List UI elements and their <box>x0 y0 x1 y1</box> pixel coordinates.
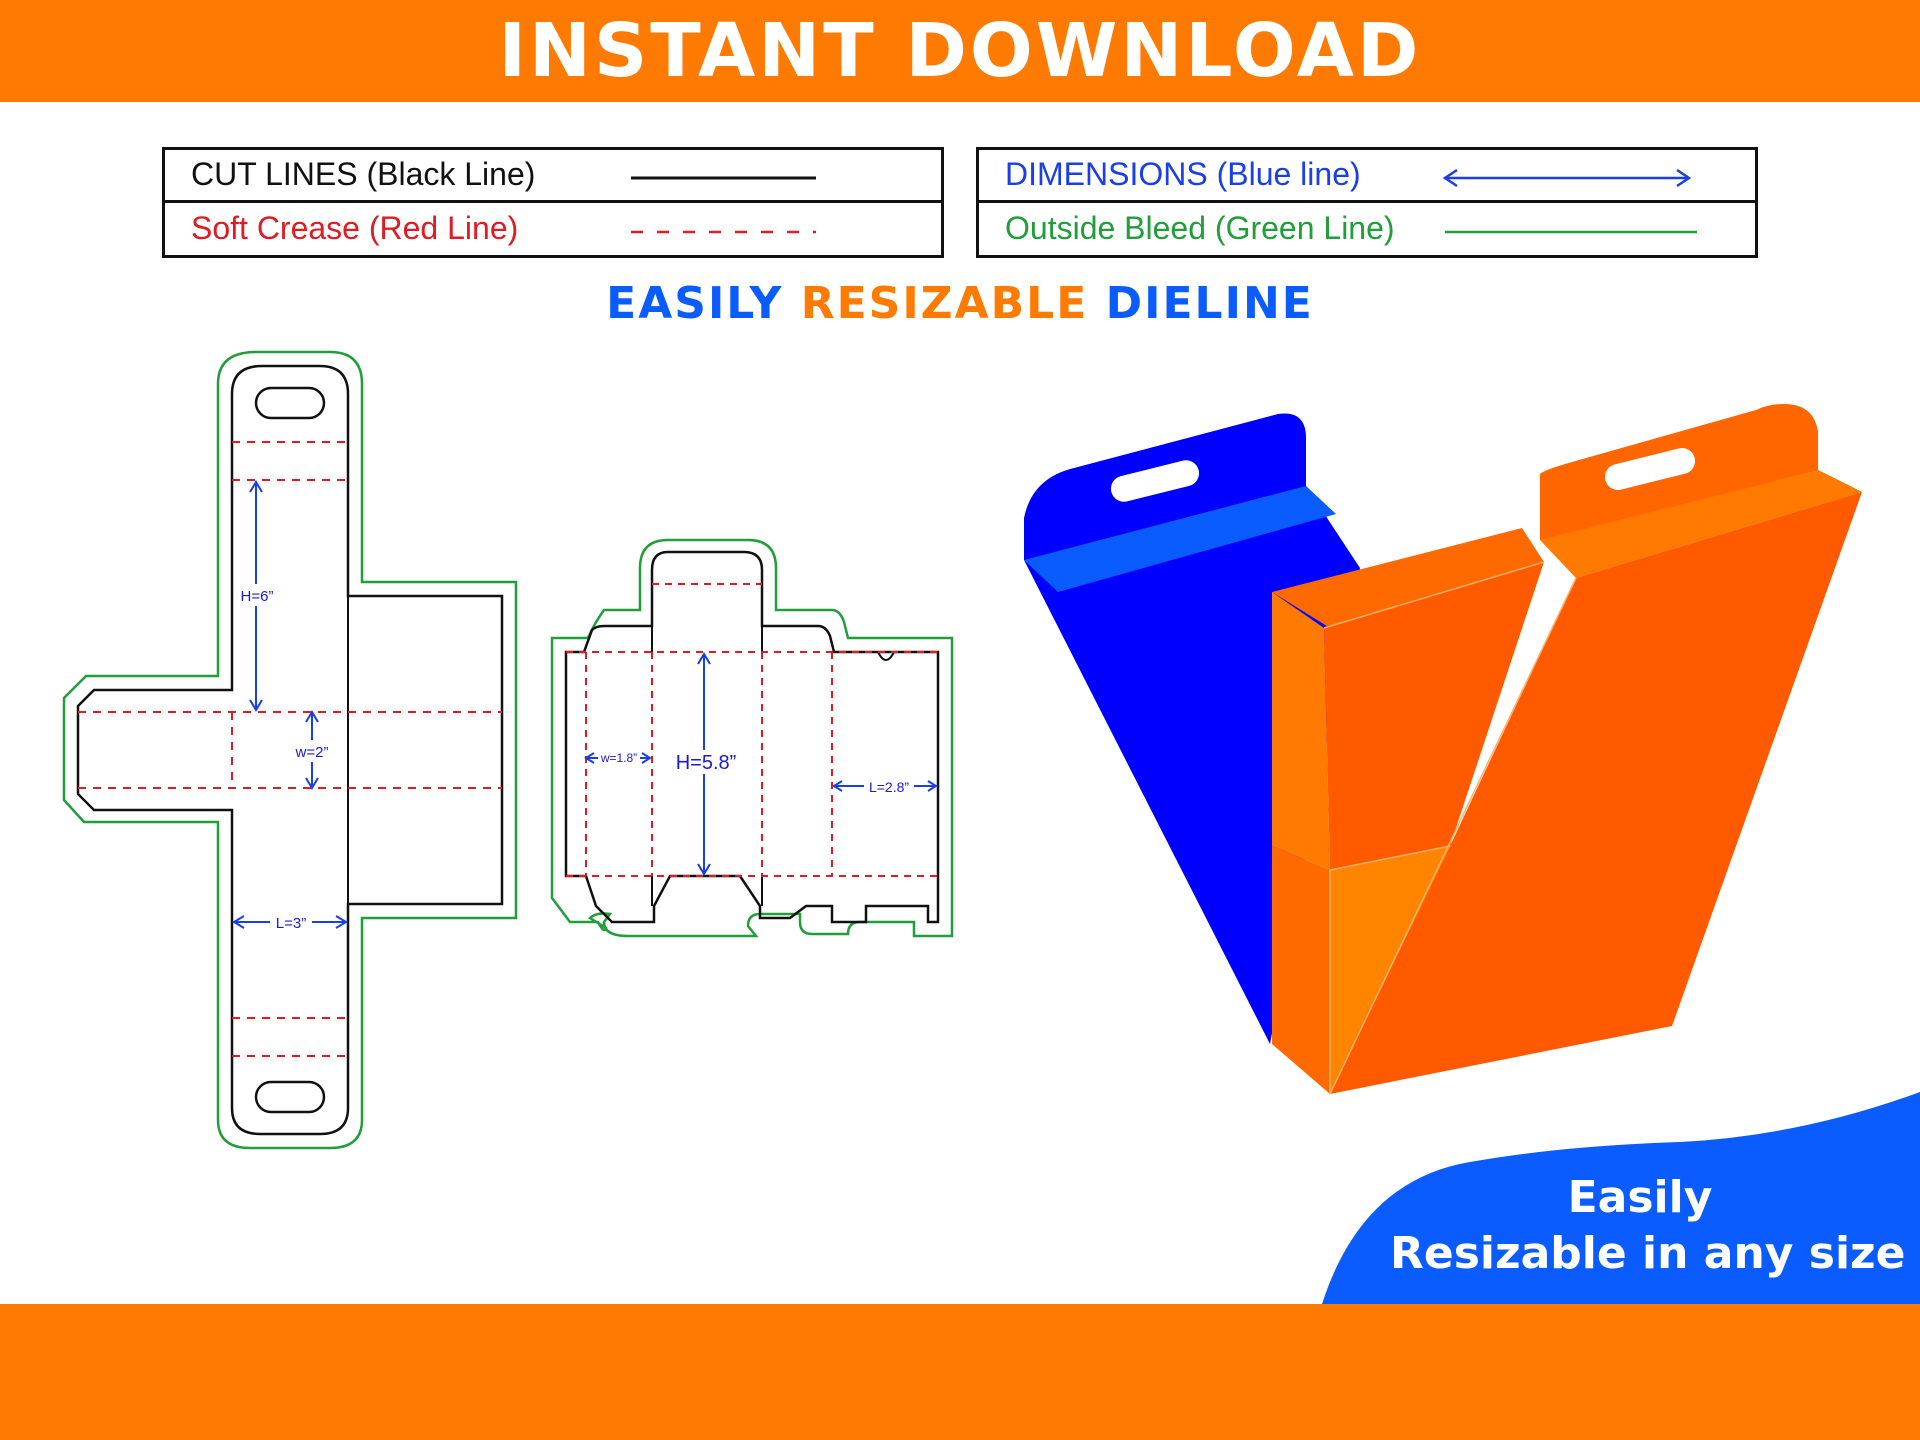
box-blue-hang-hole <box>1110 460 1200 502</box>
box-front-top <box>1272 528 1544 628</box>
hang-hole-top <box>254 386 326 420</box>
box-blue-fold-strip <box>1024 486 1336 592</box>
legend-outside-bleed-label: Outside Bleed (Green Line) <box>1005 210 1395 247</box>
box-orange-hang-hole <box>1604 448 1696 490</box>
box-orange-back-panel <box>1330 492 1862 1094</box>
legend-row-cut-lines: CUT LINES (Black Line) <box>165 150 941 203</box>
box-3d-illustration <box>1024 404 1862 1095</box>
box-front-face <box>1324 562 1544 870</box>
promo-line-1: Easily <box>1567 1172 1713 1223</box>
legend-row-dimensions: DIMENSIONS (Blue line) <box>979 150 1755 203</box>
hang-hole-bottom <box>254 1080 326 1114</box>
promo-line-2: Resizable in any size <box>1390 1228 1906 1279</box>
legend-cut-lines-label: CUT LINES (Black Line) <box>191 156 536 193</box>
dieline-left-length-label: L=3” <box>276 915 306 932</box>
box-lower-side <box>1272 846 1330 1094</box>
crease-line-sample <box>631 230 816 233</box>
dieline-right-creases <box>566 583 938 877</box>
dieline-right-cut <box>564 550 940 924</box>
dieline-left-width-label: w=2” <box>295 744 329 761</box>
banner-title: INSTANT DOWNLOAD <box>498 8 1422 94</box>
dimension-arrow-sample <box>1442 168 1692 188</box>
box-orange-hanger-flap <box>1540 404 1862 540</box>
subtitle: EASILY RESIZABLE DIELINE <box>0 278 1920 329</box>
legend-row-soft-crease: Soft Crease (Red Line) <box>165 203 941 256</box>
top-banner: INSTANT DOWNLOAD <box>0 0 1920 102</box>
legend-row-outside-bleed: Outside Bleed (Green Line) <box>979 203 1755 256</box>
dieline-right: w=1.8” H=5.8” L=2.8” <box>550 538 954 938</box>
cut-line-sample <box>631 176 816 180</box>
dieline-right-height-label: H=5.8” <box>676 752 737 774</box>
dieline-left: H=6” w=2” L=3” <box>62 350 518 1150</box>
dieline-left-dimensions <box>232 480 348 929</box>
bottom-bar <box>0 1304 1920 1440</box>
dieline-right-length-label: L=2.8” <box>869 779 909 795</box>
dieline-right-width-label: w=1.8” <box>600 751 637 765</box>
box-orange-fold-strip <box>1540 470 1862 578</box>
legend-soft-crease-label: Soft Crease (Red Line) <box>191 210 519 247</box>
dieline-left-creases <box>78 441 502 1057</box>
bleed-line-sample <box>1445 230 1697 233</box>
box-front-side <box>1272 592 1330 870</box>
promo-blue-wave <box>1322 1092 1920 1304</box>
legend-dimensions-label: DIMENSIONS (Blue line) <box>1005 156 1361 193</box>
legend-left: CUT LINES (Black Line) Soft Crease (Red … <box>162 147 944 258</box>
legend-right: DIMENSIONS (Blue line) Outside Bleed (Gr… <box>976 147 1758 258</box>
promo-text: Easily Resizable in any size <box>1390 1170 1906 1282</box>
dieline-left-cut <box>76 364 504 1136</box>
subtitle-resizable: RESIZABLE <box>800 278 1089 329</box>
subtitle-dieline: DIELINE <box>1105 278 1314 329</box>
subtitle-easily: EASILY <box>606 278 784 329</box>
dieline-left-height-label: H=6” <box>241 588 274 605</box>
dieline-left-bleed <box>62 350 518 1150</box>
